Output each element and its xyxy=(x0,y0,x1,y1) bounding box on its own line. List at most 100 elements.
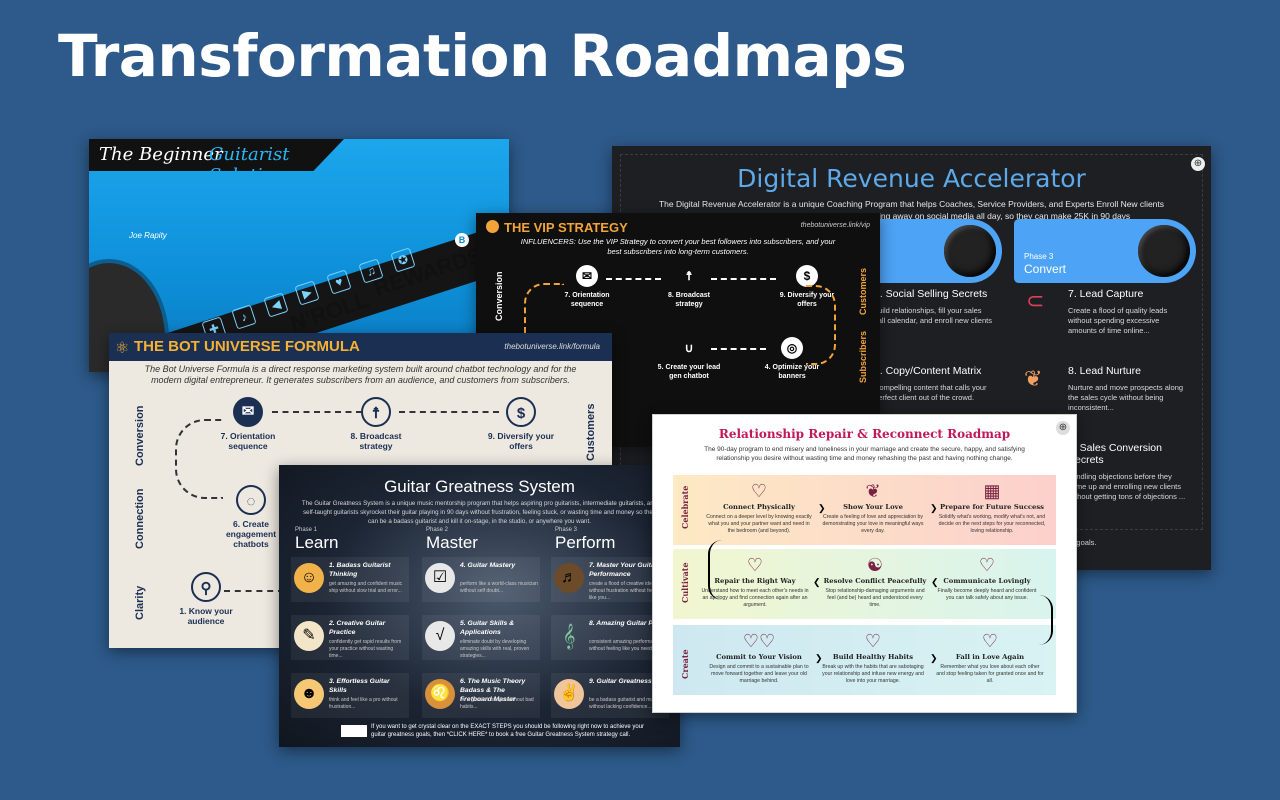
connector-line xyxy=(272,411,362,413)
formula-icon: √ xyxy=(425,621,455,651)
treble-clef-icon: 𝄞 xyxy=(562,623,576,648)
hearts-icon: ♡ xyxy=(750,481,768,501)
rock-hand-icon: ✌ xyxy=(554,679,584,709)
checklist-icon: ☑ xyxy=(425,563,455,593)
arrow-right-icon: ❯ xyxy=(930,503,938,513)
side-label: Customers xyxy=(585,403,597,461)
arrow-left-icon: ❮ xyxy=(813,577,821,587)
card-description: INFLUENCERS: Use the VIP Strategy to con… xyxy=(520,237,836,256)
zoom-icon[interactable]: ⊕ xyxy=(1056,421,1070,435)
vip-node: ✉7. Orientation sequence xyxy=(552,265,622,309)
dra-item: 7. Lead Capture Create a flood of qualit… xyxy=(1068,288,1168,335)
page-title: Transformation Roadmaps xyxy=(58,22,907,90)
connector-line xyxy=(711,348,766,350)
bot-node: ✉7. Orientation sequence xyxy=(208,397,288,451)
curved-connector xyxy=(708,540,722,600)
arrow-right-icon: ❯ xyxy=(815,653,823,663)
guitar-greatness-card[interactable]: Guitar Greatness System The Guitar Great… xyxy=(279,465,680,747)
vip-node: ∪5. Create your lead gen chatbot xyxy=(654,337,724,381)
connector-line xyxy=(711,278,776,280)
magnet-icon: ∪ xyxy=(684,341,694,355)
envelope-icon: ✉ xyxy=(576,265,598,287)
arrow-right-icon: ❯ xyxy=(818,503,826,513)
phase-pill-3: Phase 3 Convert xyxy=(1014,219,1196,283)
side-label: Subscribers xyxy=(858,330,868,383)
lion-icon: ♌ xyxy=(425,679,455,709)
heart-glasses-icon: ♡♡ xyxy=(742,631,776,651)
side-label: Customers xyxy=(858,267,868,315)
row-label-connection: Connection xyxy=(134,488,146,550)
yin-yang-icon: ☯ xyxy=(866,555,884,575)
broadcast-icon: ☨ xyxy=(361,397,391,427)
card-title: Guitar Greatness System xyxy=(384,477,575,496)
card-title: Digital Revenue Accelerator xyxy=(737,164,1086,193)
relationship-roadmap-card[interactable]: ⊕ Relationship Repair & Reconnect Roadma… xyxy=(652,414,1077,713)
vip-node: ◎4. Optimize your banners xyxy=(757,337,827,381)
bot-node: ☨8. Broadcast strategy xyxy=(336,397,416,451)
dollar-icon: $ xyxy=(796,265,818,287)
dra-item: 8. Lead Nurture Nurture and move prospec… xyxy=(1068,365,1184,412)
curved-arrow xyxy=(806,285,836,365)
zoom-icon[interactable]: ⊕ xyxy=(1191,157,1205,171)
card-title: THE VIP STRATEGY xyxy=(504,220,628,235)
hands-heart-icon: ❦ xyxy=(865,481,881,501)
connector-line xyxy=(224,590,284,592)
orbit-icon: ◌ xyxy=(236,485,266,515)
dollar-icon: $ xyxy=(506,397,536,427)
row-label-conversion: Conversion xyxy=(134,405,146,466)
card-url: thebotuniverse.link/vip xyxy=(800,222,870,229)
title-bar: ⚛ THE BOT UNIVERSE FORMULA thebotunivers… xyxy=(109,333,612,361)
practice-icon: ✎ xyxy=(294,621,324,651)
dra-item: 9. Sales Conversion Secrets handling obj… xyxy=(1068,442,1186,501)
atom-icon: ⚛ xyxy=(115,340,130,357)
card-title: THE BOT UNIVERSE FORMULA xyxy=(134,338,360,355)
knob-icon xyxy=(944,225,996,277)
card-description: The Bot Universe Formula is a direct res… xyxy=(144,364,577,385)
dra-footer: ue goals. xyxy=(1066,538,1097,547)
envelope-icon: ✉ xyxy=(233,397,263,427)
phase-label: Phase 3 xyxy=(1024,252,1054,261)
bot-node: ◌6. Create engagement chatbots xyxy=(211,485,291,549)
broadcast-icon: ☨ xyxy=(685,269,693,283)
card-title: Relationship Repair & Reconnect Roadmap xyxy=(718,427,1011,441)
connector-line xyxy=(606,278,661,280)
phase-name: Convert xyxy=(1024,262,1067,276)
arrow-left-icon: ❮ xyxy=(931,577,939,587)
card-description: The Digital Revenue Accelerator is a uni… xyxy=(658,199,1165,221)
connector-line xyxy=(399,411,499,413)
brain-icon: ☺ xyxy=(294,563,324,593)
dra-item: 5. Copy/Content Matrix Compelling conten… xyxy=(874,365,987,402)
face-icon: ☻ xyxy=(294,679,324,709)
curved-connector xyxy=(1039,595,1053,645)
footer-cta[interactable]: If you want to get crystal clear on the … xyxy=(371,724,645,738)
magnet-icon: ⊂ xyxy=(1026,288,1045,313)
card-description: The Guitar Greatness System is a unique … xyxy=(301,500,658,525)
title-banner: The Beginner Guitarist Solution xyxy=(89,139,344,171)
bot-node: $9. Diversify your offers xyxy=(481,397,561,451)
card-url: thebotuniverse.link/formula xyxy=(504,342,600,351)
row-label: Conversion xyxy=(494,271,504,321)
ggs-item: ♌6. The Music Theory Badass & The Fretbo… xyxy=(422,673,540,718)
audience-search-icon: ⚲ xyxy=(191,572,221,602)
nurture-hands-icon: ❦ xyxy=(1024,366,1043,391)
